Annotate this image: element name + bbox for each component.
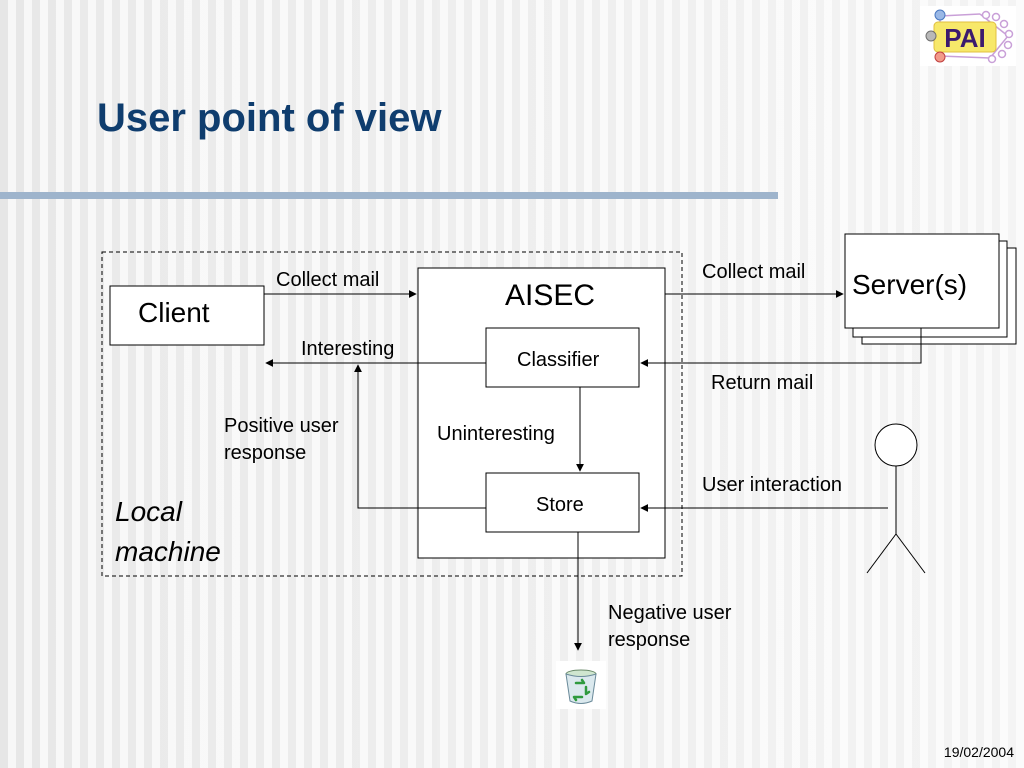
recycle-bin-icon bbox=[556, 661, 606, 709]
negative-response-line1: Negative user bbox=[608, 602, 732, 624]
collect-mail-server-label: Collect mail bbox=[702, 261, 806, 283]
classifier-label: Classifier bbox=[517, 349, 600, 371]
local-machine-label-line2: machine bbox=[115, 536, 221, 567]
aisec-label: AISEC bbox=[505, 279, 596, 312]
uninteresting-label: Uninteresting bbox=[437, 423, 555, 445]
local-machine-label-line1: Local bbox=[115, 496, 182, 527]
servers-label: Server(s) bbox=[852, 269, 968, 300]
interesting-label: Interesting bbox=[301, 338, 395, 360]
return-mail-label: Return mail bbox=[711, 372, 814, 394]
pai-logo-icon: PAI bbox=[920, 6, 1016, 66]
negative-response-line2: response bbox=[608, 629, 691, 651]
local-machine-label: Local machine bbox=[115, 492, 221, 572]
user-interaction-label: User interaction bbox=[702, 474, 843, 496]
logo-text: PAI bbox=[944, 23, 985, 53]
store-label: Store bbox=[536, 494, 584, 516]
collect-mail-client-label: Collect mail bbox=[276, 269, 380, 291]
local-machine-boundary bbox=[101, 251, 683, 577]
positive-response-label: Positive user response bbox=[224, 413, 339, 467]
slide-title: User point of view bbox=[97, 96, 442, 140]
slide-date: 19/02/2004 bbox=[943, 744, 1014, 760]
server-box-front bbox=[844, 233, 1000, 329]
arrow-return-mail bbox=[640, 328, 922, 367]
positive-response-line1: Positive user bbox=[224, 415, 339, 437]
client-label: Client bbox=[138, 297, 210, 328]
stick-figure-user-icon bbox=[866, 423, 926, 574]
positive-response-line2: response bbox=[224, 442, 307, 464]
classifier-box bbox=[485, 327, 640, 388]
title-underline bbox=[0, 192, 778, 199]
store-box bbox=[485, 472, 640, 533]
negative-response-label: Negative user response bbox=[608, 600, 731, 654]
arrow-positive-response bbox=[354, 364, 486, 509]
client-box bbox=[109, 285, 265, 346]
